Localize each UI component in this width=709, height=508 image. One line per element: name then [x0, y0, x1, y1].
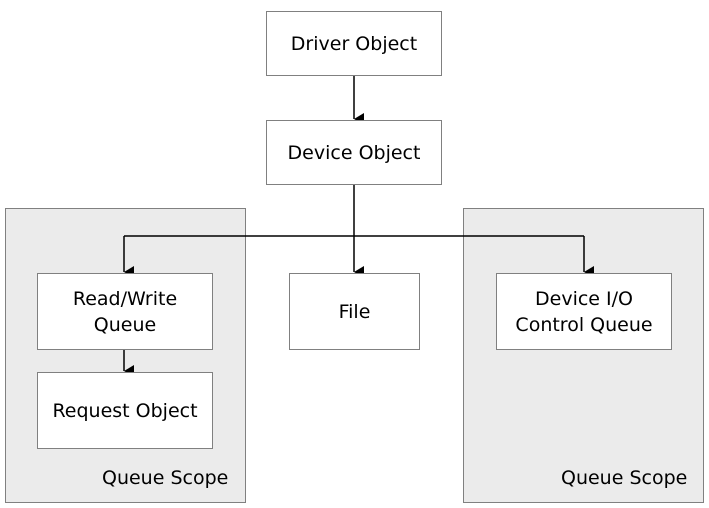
file-box: File	[289, 273, 420, 350]
driver-object-label: Driver Object	[290, 32, 418, 55]
queue-scope-right-label: Queue Scope	[561, 467, 688, 489]
read-write-queue-label-line2: Queue	[93, 313, 157, 336]
device-io-control-queue-label-line2: Control Queue	[515, 313, 653, 336]
device-object-label: Device Object	[287, 141, 421, 164]
device-io-control-queue-label-line1: Device I/O	[535, 287, 633, 310]
read-write-queue-label-line1: Read/Write	[72, 287, 178, 310]
request-object-label: Request Object	[52, 399, 198, 422]
queue-scope-left	[5, 208, 246, 503]
device-object-box: Device Object	[266, 120, 442, 185]
device-io-control-queue-box: Device I/O Control Queue	[496, 273, 672, 350]
file-label: File	[338, 300, 371, 323]
queue-scope-left-label: Queue Scope	[102, 467, 229, 489]
read-write-queue-box: Read/Write Queue	[37, 273, 213, 350]
request-object-box: Request Object	[37, 372, 213, 449]
driver-object-box: Driver Object	[266, 11, 442, 76]
